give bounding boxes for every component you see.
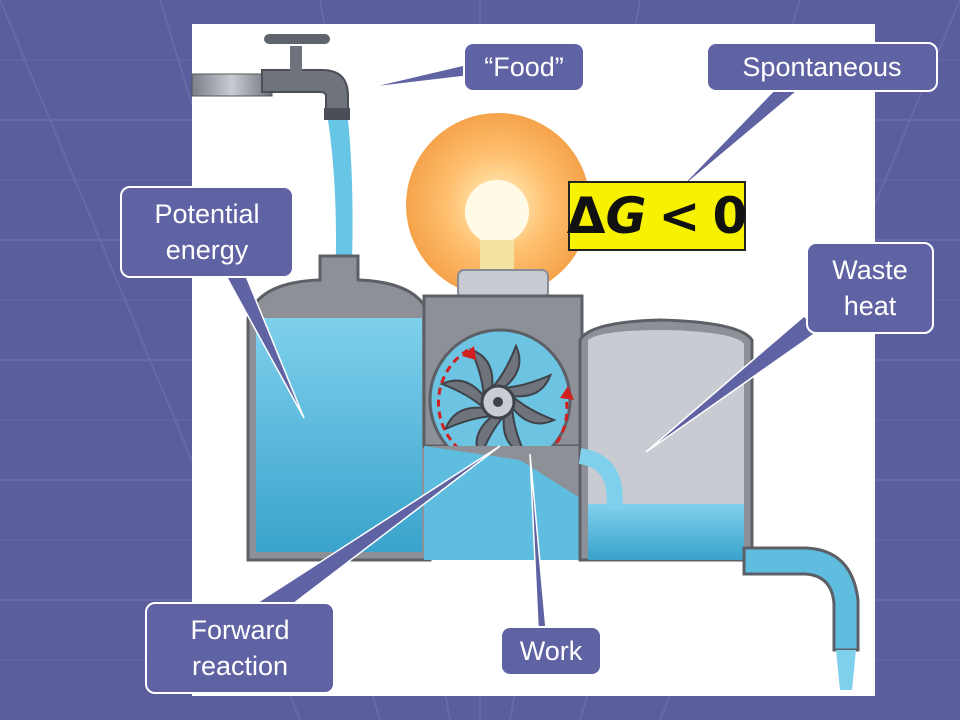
zero-value: 0 xyxy=(712,187,748,245)
delta-g-equation: Δ G < 0 xyxy=(566,181,748,251)
g-symbol: G xyxy=(605,187,647,245)
less-than-symbol: < xyxy=(658,187,701,245)
light-bulb-icon xyxy=(406,113,590,299)
reservoir-tank xyxy=(246,254,432,562)
delta-symbol: Δ xyxy=(566,187,606,245)
spontaneous-callout: Spontaneous xyxy=(706,42,938,92)
rotation-arrows-icon xyxy=(436,346,574,462)
waste-heat-callout: Waste heat xyxy=(806,242,934,334)
food-callout: “Food” xyxy=(463,42,585,92)
turbine-wheel-icon xyxy=(439,343,557,461)
faucet-icon xyxy=(191,34,350,120)
potential-energy-callout: Potential energy xyxy=(120,186,294,278)
work-callout: Work xyxy=(500,626,602,676)
callout-pointers xyxy=(224,63,822,629)
forward-reaction-callout: Forward reaction xyxy=(145,602,335,694)
